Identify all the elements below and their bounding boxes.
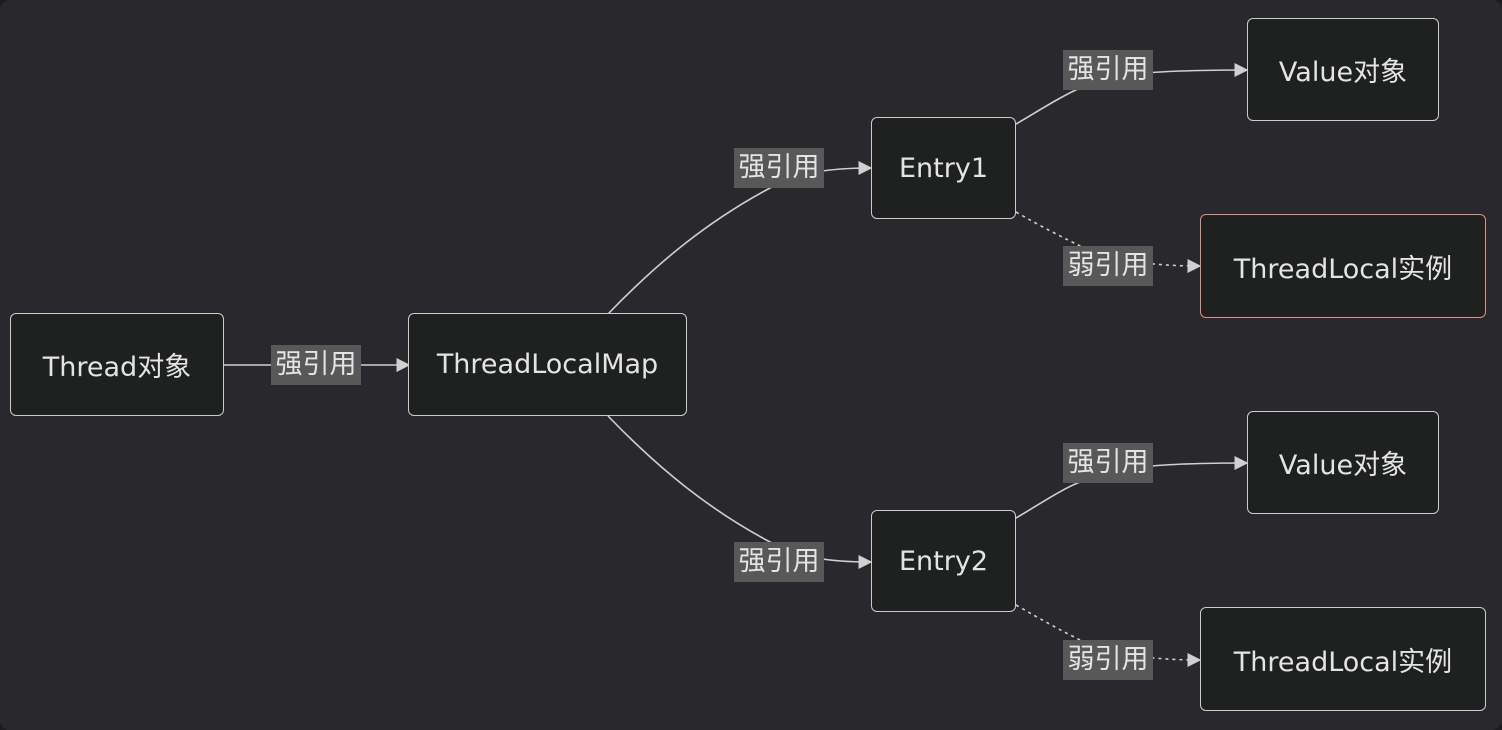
node-threadlocal2-label: ThreadLocal实例 [1233, 646, 1453, 678]
node-threadlocalmap[interactable]: ThreadLocalMap [408, 313, 687, 416]
node-threadlocalmap-label: ThreadLocalMap [436, 349, 659, 380]
node-entry1[interactable]: Entry1 [871, 117, 1016, 219]
node-threadlocal1[interactable]: ThreadLocal实例 [1200, 214, 1486, 318]
edge-label-entry1-tl1: 弱引用 [1063, 246, 1153, 286]
node-value2-label: Value对象 [1278, 450, 1408, 481]
node-threadlocal1-label: ThreadLocal实例 [1233, 253, 1453, 285]
edge-map-entry1 [607, 161, 873, 315]
node-value2[interactable]: Value对象 [1247, 411, 1439, 514]
edge-label-map-entry2: 强引用 [734, 542, 824, 582]
node-entry2[interactable]: Entry2 [871, 510, 1016, 612]
node-value1-label: Value对象 [1278, 57, 1408, 88]
edge-label-map-entry1: 强引用 [734, 148, 824, 188]
node-thread-label: Thread对象 [42, 352, 192, 383]
edge-label-thread-map: 强引用 [271, 345, 361, 385]
edge-label-entry2-tl2: 弱引用 [1063, 640, 1153, 680]
node-thread[interactable]: Thread对象 [10, 313, 224, 416]
edge-label-entry2-value2: 强引用 [1063, 443, 1153, 483]
node-value1[interactable]: Value对象 [1247, 18, 1439, 121]
node-threadlocal2[interactable]: ThreadLocal实例 [1200, 607, 1486, 711]
edge-label-entry1-value1: 强引用 [1063, 50, 1153, 90]
edge-map-entry2 [607, 415, 873, 569]
node-entry1-label: Entry1 [898, 152, 988, 184]
node-entry2-label: Entry2 [898, 545, 988, 577]
